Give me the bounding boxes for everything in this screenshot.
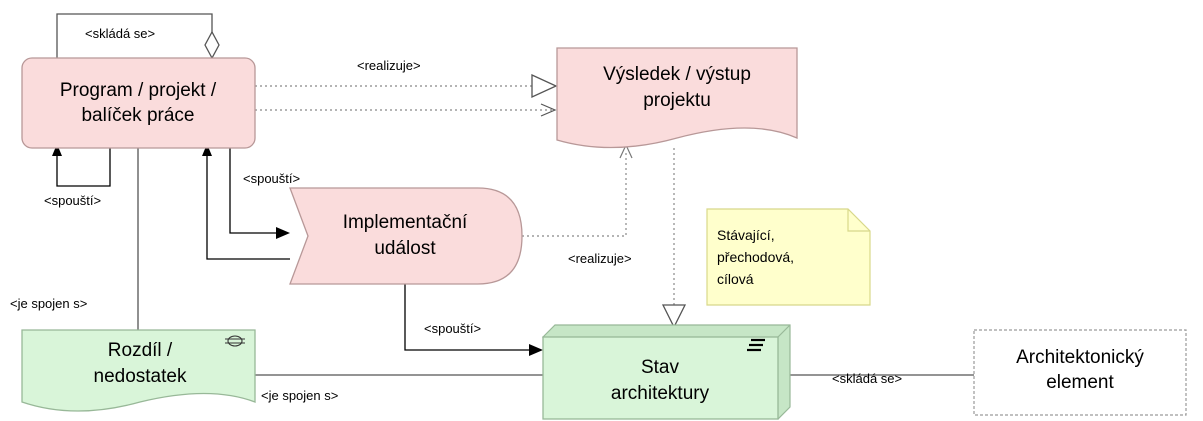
edge-event-to-program <box>202 144 290 260</box>
edge-plateau-composed-element: <skládá se> <box>790 371 974 386</box>
node-label: Architektonický <box>1016 347 1144 368</box>
edge-label: <realizuje> <box>568 251 632 266</box>
edge-program-associated-gap: <je spojen s> <box>10 148 139 330</box>
gap-icon <box>225 335 245 347</box>
node-label: událost <box>374 238 436 259</box>
note: Stávající, přechodová, cílová <box>706 208 871 306</box>
edge-label: <spouští> <box>44 193 101 208</box>
plateau-icon <box>747 338 765 352</box>
edge-label: <spouští> <box>243 171 300 186</box>
edge-label: <je spojen s> <box>261 388 338 403</box>
node-gap[interactable]: Rozdíl / nedostatek <box>21 329 256 412</box>
edge-label: <spouští> <box>424 321 481 336</box>
node-program[interactable]: Program / projekt / balíček práce <box>21 57 256 149</box>
edge-deliverable-realizes-plateau: <realizuje> <box>568 148 687 329</box>
node-deliverable[interactable]: Výsledek / výstup projektu <box>556 47 798 149</box>
edge-program-realizes-deliverable: <realizuje> <box>255 58 558 99</box>
node-label: projektu <box>643 90 711 111</box>
node-implementation-event[interactable]: Implementační událost <box>289 187 523 285</box>
note-text: přechodová, <box>717 249 794 265</box>
edge-program-deliverable-flow <box>255 103 557 117</box>
node-label: architektury <box>611 383 710 404</box>
note-text: Stávající, <box>717 227 775 243</box>
edge-label: <skládá se> <box>85 26 155 41</box>
node-label: Program / projekt / <box>60 80 217 101</box>
composition-diamond-icon <box>204 30 220 60</box>
edge-event-realizes-deliverable <box>522 143 633 237</box>
edge-program-self-triggers: <spouští> <box>44 144 111 208</box>
edge-label: <skládá se> <box>832 371 902 386</box>
note-text: cílová <box>717 271 754 287</box>
node-label: nedostatek <box>94 366 187 387</box>
edge-program-triggers-event: <spouští> <box>229 148 300 239</box>
realization-arrow-icon <box>531 73 558 99</box>
edge-label: <realizuje> <box>357 58 421 73</box>
node-label: Implementační <box>343 212 468 233</box>
node-label: element <box>1046 372 1114 393</box>
node-label: Rozdíl / <box>108 340 173 361</box>
edge-program-self-composition: <skládá se> <box>56 13 220 60</box>
realization-arrow-icon <box>661 304 687 329</box>
edge-event-triggers-plateau: <spouští> <box>404 284 543 356</box>
node-label: Stav <box>641 357 680 378</box>
node-architectural-element[interactable]: Architektonický element <box>973 329 1187 416</box>
node-plateau[interactable]: Stav architektury <box>541 324 791 420</box>
node-label: balíček práce <box>81 105 194 126</box>
edge-label: <je spojen s> <box>10 296 87 311</box>
node-label: Výsledek / výstup <box>603 64 751 85</box>
edge-gap-associated-plateau: <je spojen s> <box>255 374 543 403</box>
